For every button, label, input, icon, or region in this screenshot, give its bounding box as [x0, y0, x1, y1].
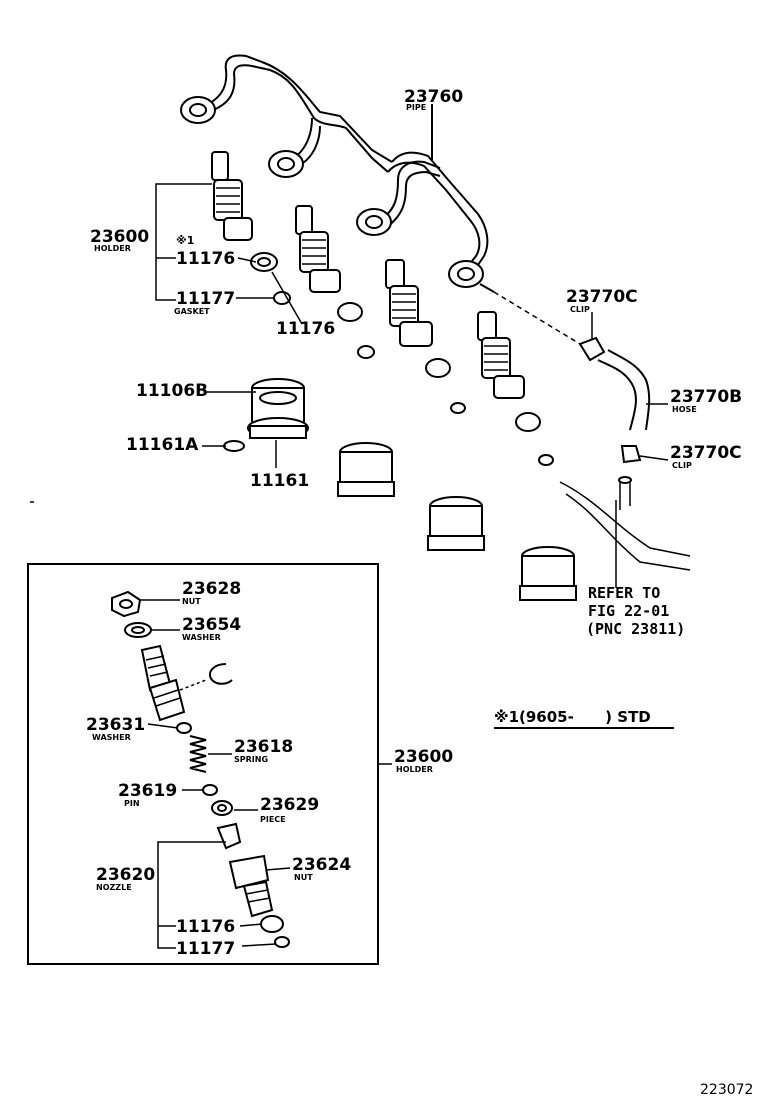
label-23628-name: NUT [182, 597, 201, 606]
label-23770B-name: HOSE [672, 405, 697, 414]
footnote-text: ※1(9605- ) STD [494, 708, 651, 726]
part-labels: 23760 PIPE 23600 HOLDER ※1 11176 11177 G… [86, 87, 753, 1098]
label-23624-number: 23624 [292, 855, 351, 875]
label-11161-number: 11161 [250, 471, 309, 491]
label-23600-box-name: HOLDER [396, 765, 433, 774]
injection-pipe-set [180, 54, 581, 345]
leak-off-hose-assembly [559, 336, 691, 571]
label-23618-name: SPRING [234, 755, 268, 764]
label-11106B-number: 11106B [136, 381, 208, 401]
label-23600-top-number: 23600 [90, 227, 149, 247]
injector-holder-1 [211, 151, 253, 241]
gasket-set [250, 252, 554, 466]
label-23654-number: 23654 [182, 615, 241, 635]
label-11161A-number: 11161A [126, 435, 199, 455]
label-23628-number: 23628 [182, 579, 241, 599]
label-11177-c-number: 11177 [176, 939, 235, 959]
injector-holder-2 [295, 205, 341, 293]
nozzle-seal-set [223, 378, 577, 601]
label-11176-c-number: 11176 [176, 917, 235, 937]
leader-lines-top [155, 104, 669, 588]
label-23760-number: 23760 [404, 87, 463, 107]
label-23619-number: 23619 [118, 781, 177, 801]
label-23600-top-mark: ※1 [176, 234, 194, 247]
label-23760-name: PIPE [406, 103, 426, 112]
label-11177-a-name: GASKET [174, 307, 210, 316]
refer-line-1: REFER TO [588, 584, 660, 602]
label-23770C-a-name: CLIP [570, 305, 590, 314]
label-23631-name: WASHER [92, 733, 131, 742]
label-23654-name: WASHER [182, 633, 221, 642]
label-23618-number: 23618 [234, 737, 293, 757]
label-23629-number: 23629 [260, 795, 319, 815]
refer-line-2: FIG 22-01 [588, 602, 669, 620]
figure-number: 223072 [700, 1082, 753, 1098]
label-23629-name: PIECE [260, 815, 286, 824]
label-11177-a-number: 11177 [176, 289, 235, 309]
label-23631-number: 23631 [86, 715, 145, 735]
label-23600-box-number: 23600 [394, 747, 453, 767]
label-23600-top-name: HOLDER [94, 244, 131, 253]
label-23624-name: NUT [294, 873, 313, 882]
label-23770C-b-number: 23770C [670, 443, 742, 463]
label-11176-a-number: 11176 [176, 249, 235, 269]
refer-line-3: (PNC 23811) [586, 620, 685, 638]
label-23770C-a-number: 23770C [566, 287, 638, 307]
injector-holder-3 [385, 259, 433, 347]
label-23770B-number: 23770B [670, 387, 742, 407]
leader-lines-detail [140, 599, 291, 949]
label-23770C-b-name: CLIP [672, 461, 692, 470]
injector-holder-4 [477, 311, 525, 399]
label-11176-b-number: 11176 [276, 319, 335, 339]
label-23619-name: PIN [124, 799, 140, 808]
holder-exploded-view [111, 590, 290, 948]
label-23620-name: NOZZLE [96, 883, 132, 892]
label-23620-number: 23620 [96, 865, 155, 885]
